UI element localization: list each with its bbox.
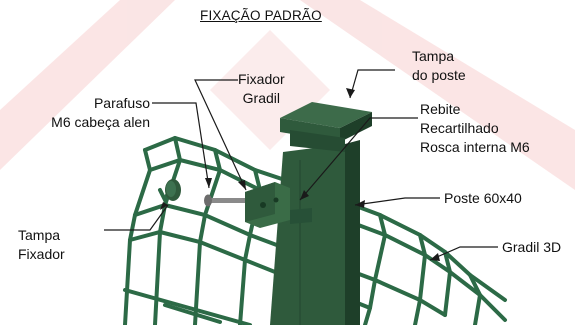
- label-rivet-line1: Rebite: [420, 101, 461, 117]
- label-post-cap: Tampa do poste: [412, 47, 466, 85]
- label-post-cap-line2: do poste: [412, 67, 466, 83]
- label-post-cap-line1: Tampa: [412, 48, 455, 64]
- leader-lines: [104, 69, 498, 261]
- label-gradil-fixer-line1: Fixador: [238, 71, 285, 87]
- label-rivet-line3: Rosca interna M6: [420, 139, 530, 155]
- post: [270, 140, 360, 325]
- label-mesh-panel: Gradil 3D: [502, 239, 562, 255]
- label-bolt-line1: Parafuso: [93, 95, 150, 111]
- fixer-cap: [165, 179, 181, 201]
- bolt: [204, 194, 245, 207]
- label-post: Poste 60x40: [444, 190, 522, 206]
- label-bolt-line2: M6 cabeça alen: [51, 114, 150, 130]
- post-cap: [280, 102, 372, 152]
- gradil-fixer-bracket: [245, 182, 290, 228]
- label-fixer-cap-line1: Tampa: [18, 227, 61, 243]
- label-gradil-fixer-line2: Gradil: [242, 90, 281, 106]
- watermark-graphic: [0, 0, 575, 190]
- label-rivet-line2: Recartilhado: [420, 120, 499, 136]
- leader-arrowheads: [160, 88, 440, 261]
- label-fixer-cap-line2: Fixador: [18, 246, 65, 262]
- label-bolt: Parafuso M6 cabeça alen: [30, 94, 150, 132]
- label-rivet: Rebite Recartilhado Rosca interna M6: [420, 100, 530, 157]
- label-gradil-fixer: Fixador Gradil: [238, 70, 285, 108]
- diagram-title: FIXAÇÃO PADRÃO: [200, 8, 322, 23]
- label-fixer-cap: Tampa Fixador: [18, 226, 65, 264]
